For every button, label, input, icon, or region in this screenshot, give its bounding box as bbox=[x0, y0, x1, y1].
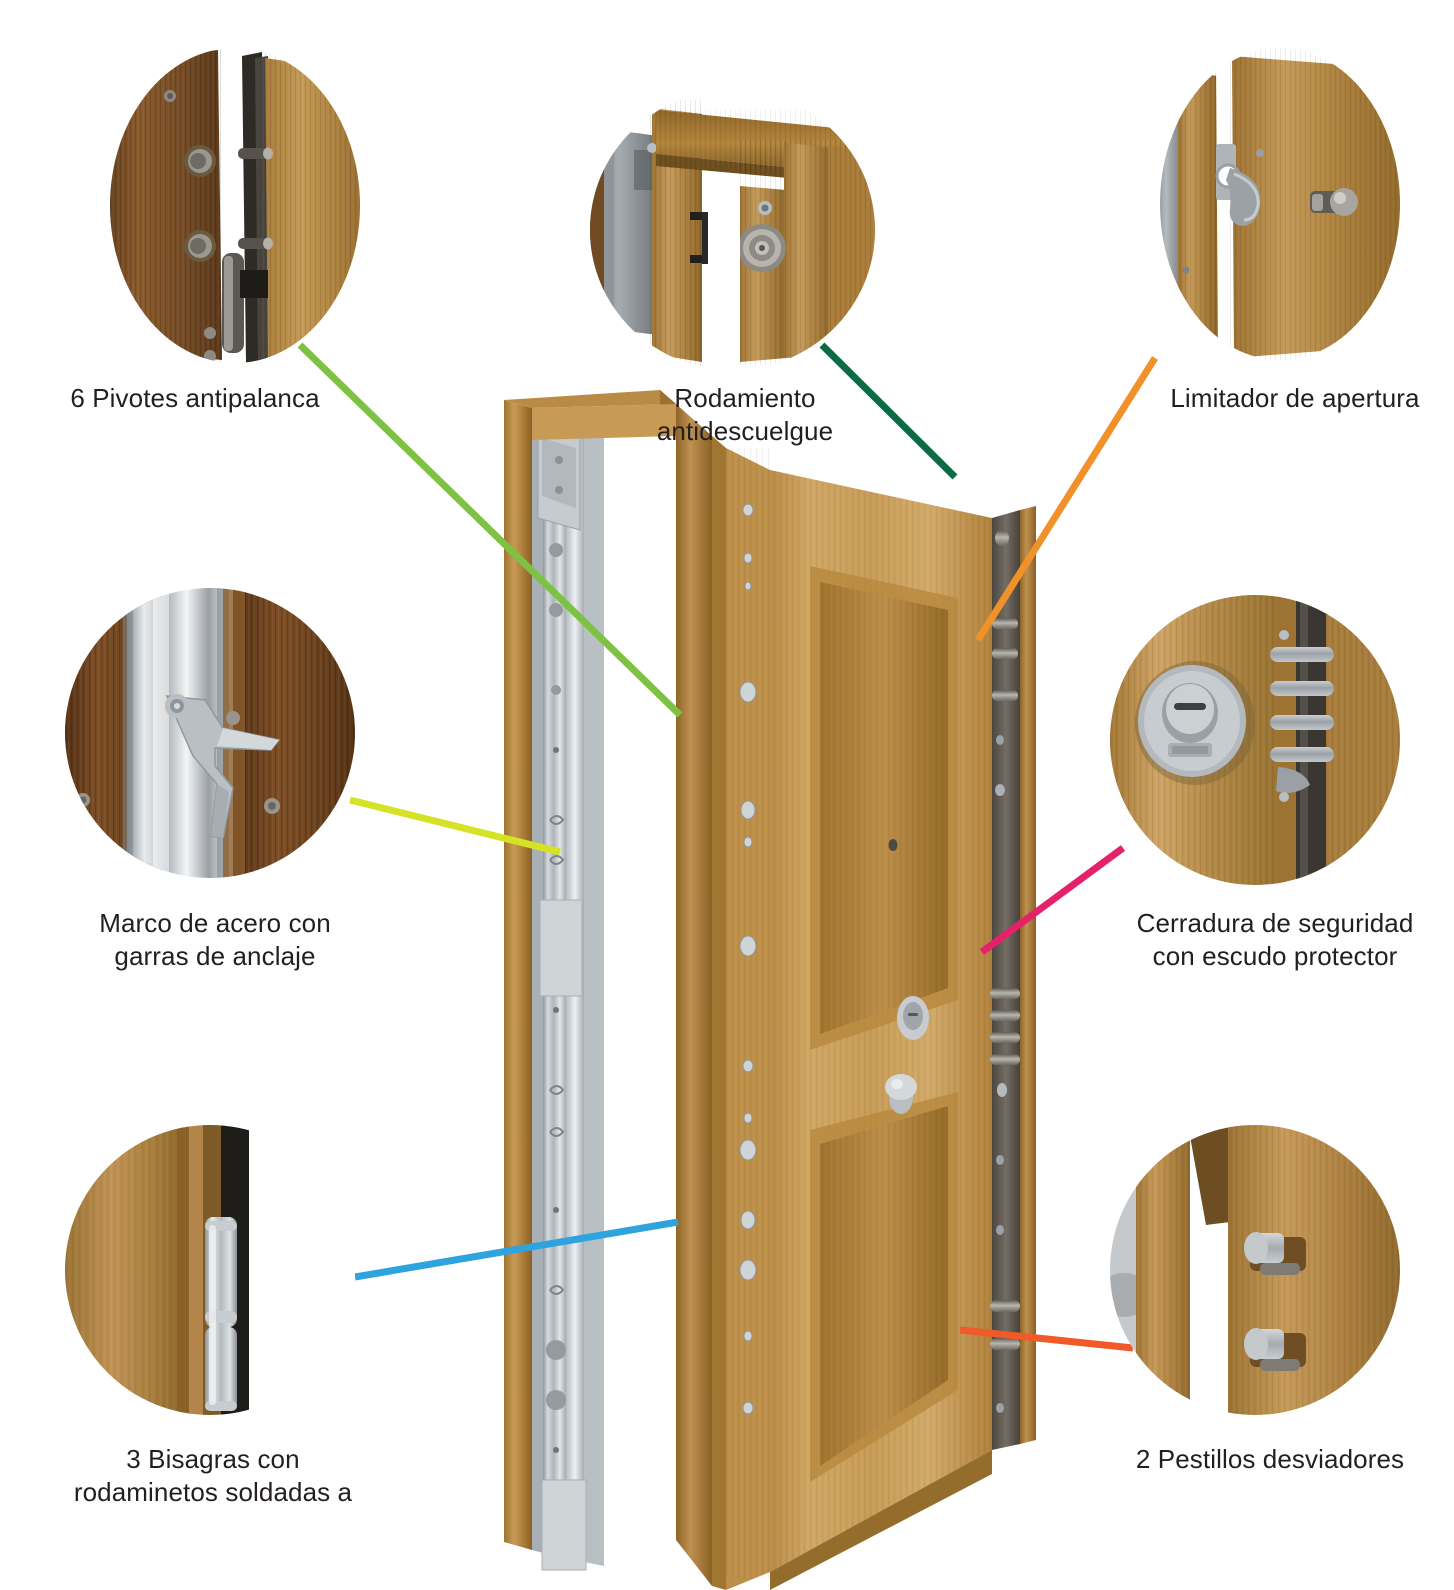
steel-frame-assembly bbox=[504, 390, 676, 1571]
feature-label-marco: Marco de acero con garras de anclaje bbox=[99, 908, 331, 972]
feature-label-cerradura: Cerradura de seguridad con escudo protec… bbox=[1136, 908, 1414, 972]
inset-photo-pestillos-desviadores bbox=[1110, 1125, 1400, 1415]
feature-label-limitador: Limitador de apertura bbox=[1170, 383, 1420, 413]
inset-photo-cerradura-seguridad bbox=[1110, 595, 1400, 885]
inset-photo-marco-acero-garras bbox=[65, 588, 355, 878]
feature-label-bisagras: 3 Bisagras con rodaminetos soldadas a bbox=[73, 1444, 353, 1508]
security-door-illustration bbox=[504, 390, 1036, 1590]
door-jamb bbox=[676, 404, 726, 1590]
door-leaf-hinge-edge bbox=[726, 448, 770, 1590]
inset-photo-pivotes-antipalanca bbox=[110, 48, 360, 363]
lock-edge-assembly bbox=[990, 506, 1036, 1450]
inset-photo-limitador-de-apertura bbox=[1160, 48, 1400, 360]
feature-label-pestillos: 2 Pestillos desviadores bbox=[1135, 1444, 1405, 1474]
feature-label-pivotes: 6 Pivotes antipalanca bbox=[70, 383, 320, 413]
door-leaf-face bbox=[770, 470, 992, 1590]
inset-photo-bisagras-rodamientos bbox=[65, 1125, 355, 1415]
inset-photo-rodamiento-antidescuelgue bbox=[590, 90, 875, 370]
hinge-edge-bolts bbox=[739, 503, 757, 1415]
feature-label-rodamiento: Rodamiento antidescuelgue bbox=[656, 383, 834, 447]
